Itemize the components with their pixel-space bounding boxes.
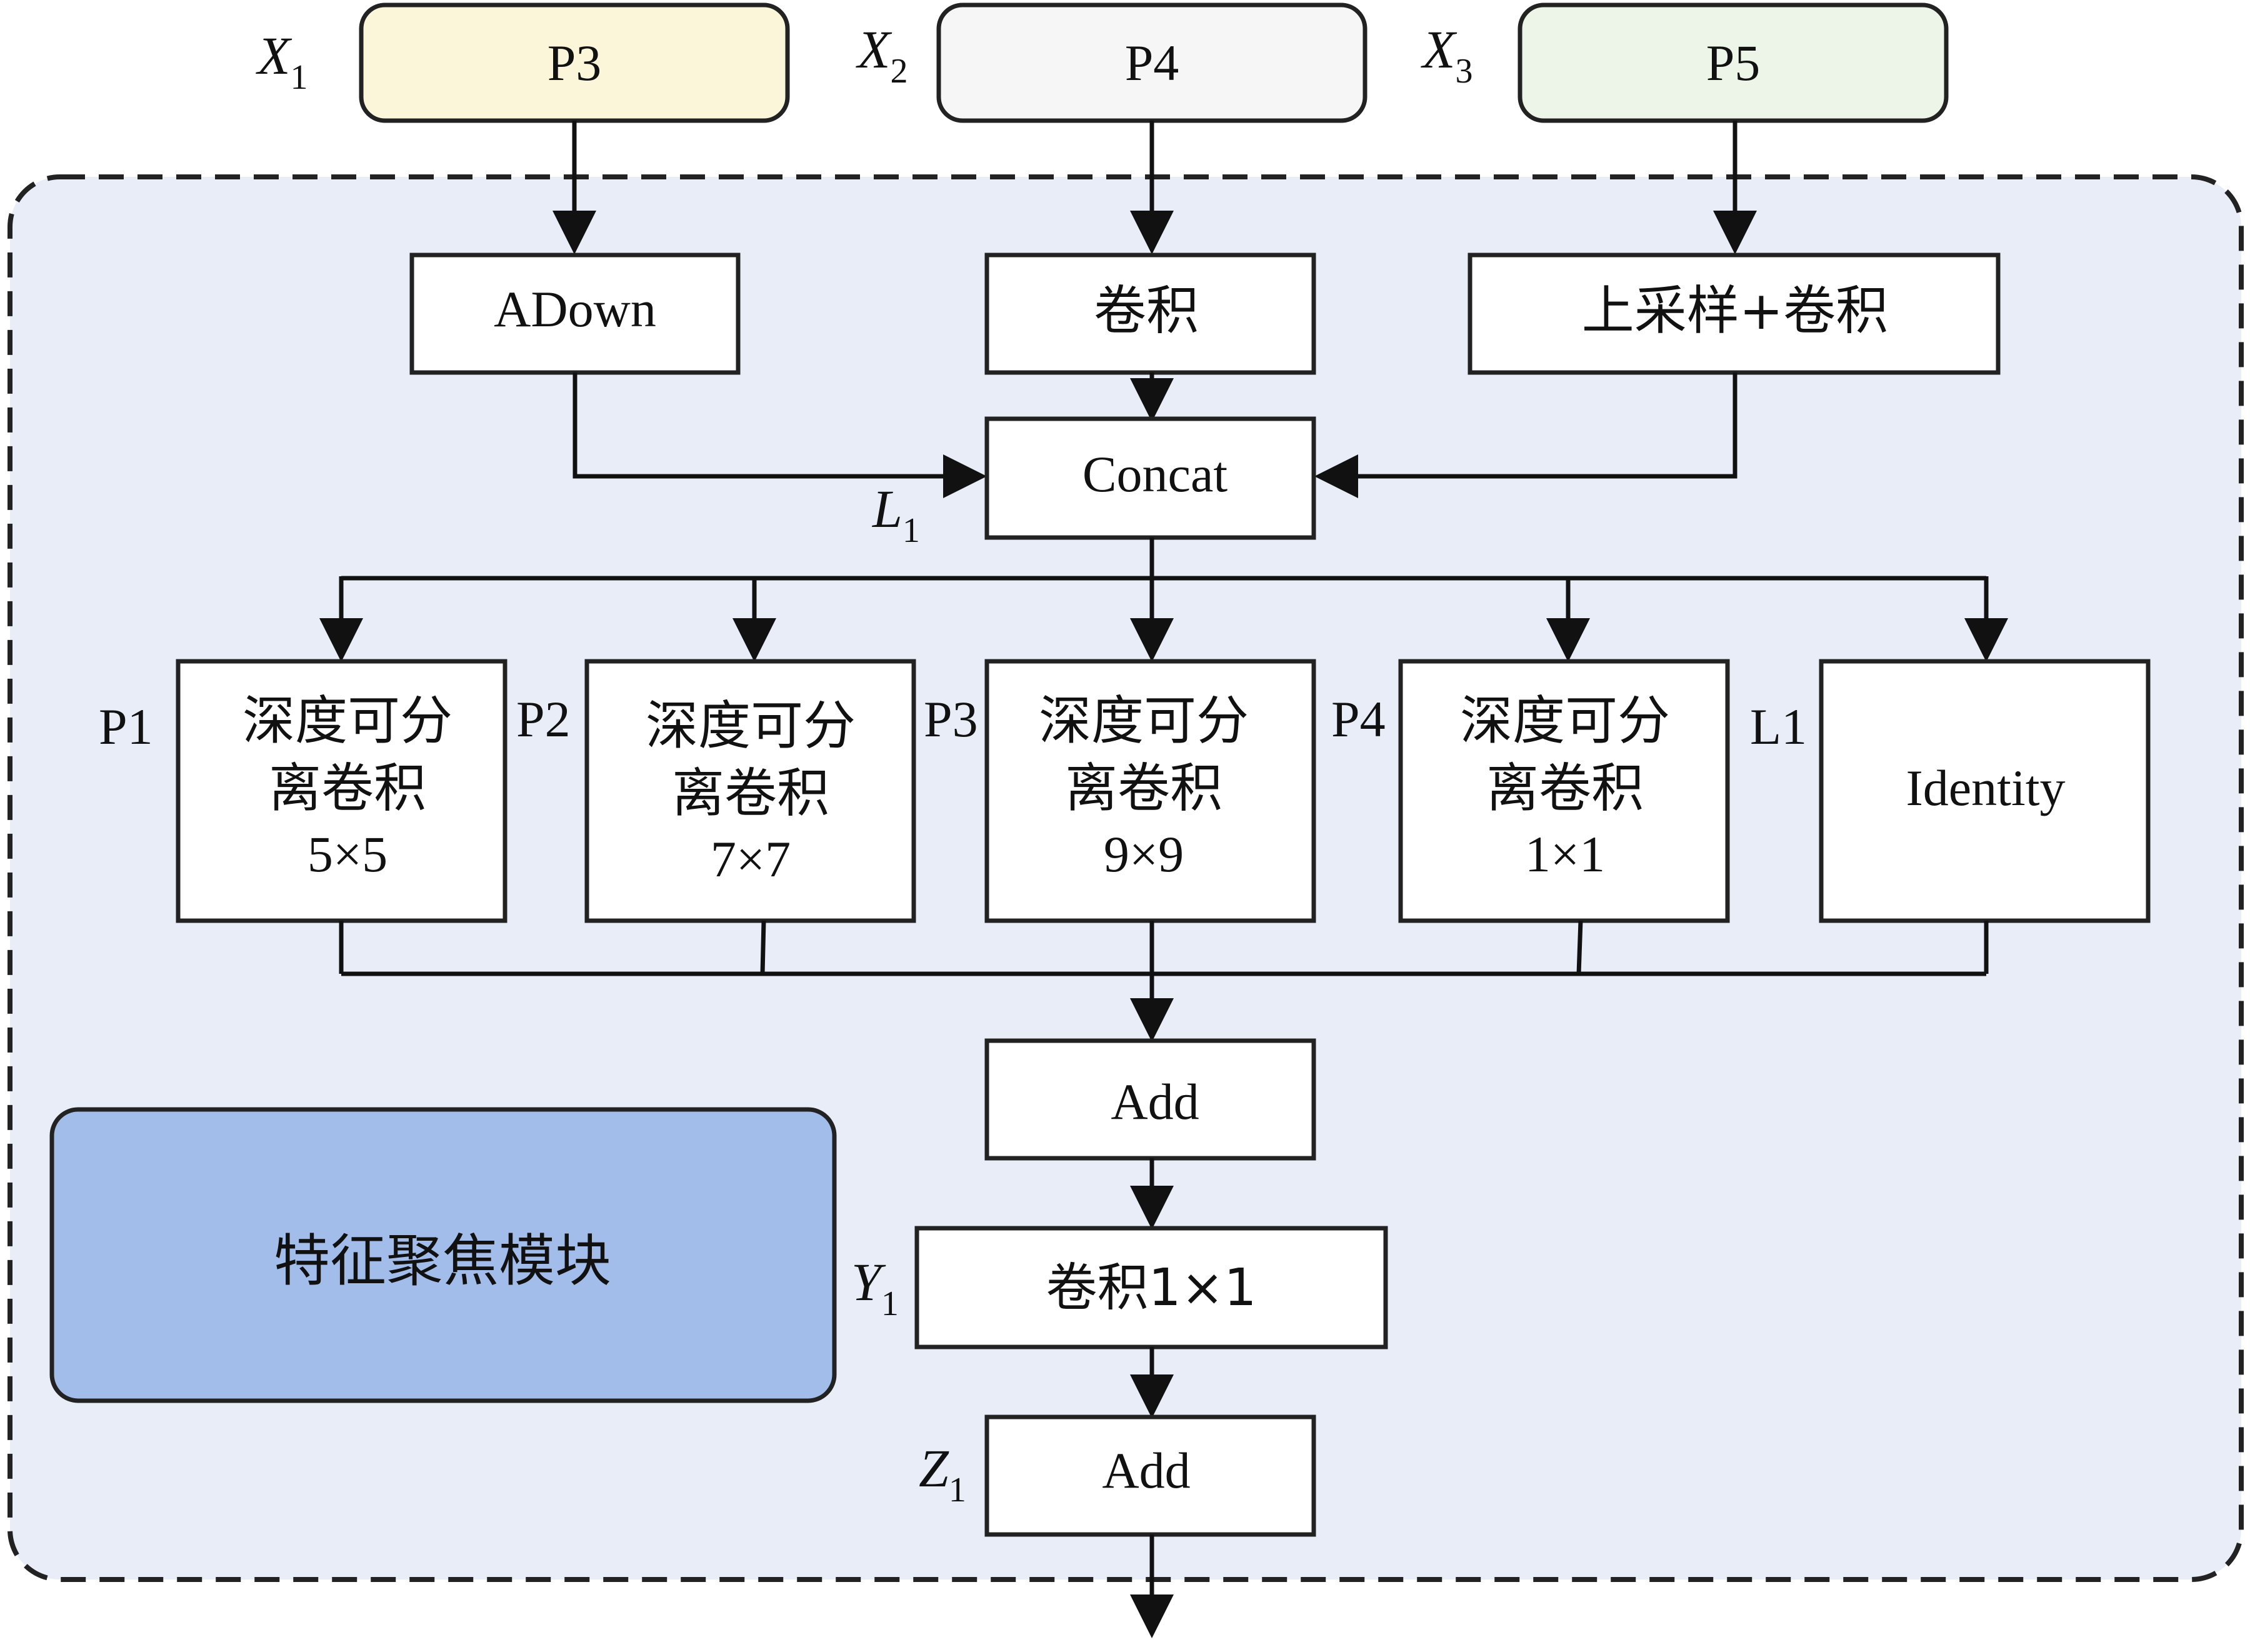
concat-label: Concat	[1082, 446, 1228, 503]
branch-4-box	[1398, 659, 1730, 923]
add-2-box	[984, 1414, 1316, 1537]
branch-2-line1: 深度可分	[646, 695, 856, 756]
branch-dwconv-9x9: 深度可分 离卷积 9×9	[984, 659, 1316, 923]
module-label: 特征聚焦模块	[274, 1228, 611, 1294]
input-p4: P4	[936, 3, 1368, 123]
add-2-label: Add	[1102, 1442, 1190, 1499]
branch-1-kernel: 5×5	[308, 826, 388, 883]
branch-2-kernel: 7×7	[711, 831, 791, 888]
branch-2-output	[760, 920, 766, 974]
branch-5-box	[1819, 659, 2151, 923]
conv1x1-var-y1: Y1	[851, 1252, 899, 1323]
branch-1-tag: P1	[99, 698, 153, 755]
arrow-upsample-to-concat	[1314, 373, 1738, 498]
concat-var-l1: L1	[871, 479, 920, 550]
branch-1-line2: 离卷积	[269, 758, 426, 819]
branch-5-label: Identity	[1906, 759, 2065, 816]
conv1x1-box	[914, 1226, 1388, 1349]
input-p3-label: P3	[548, 34, 602, 91]
input-var-x3: X3	[1421, 19, 1473, 91]
add-1-label: Add	[1111, 1073, 1199, 1130]
branch-identity: Identity	[1819, 659, 2151, 923]
branch-dwconv-7x7: 深度可分 离卷积 7×7	[584, 659, 916, 923]
branch-3-kernel: 9×9	[1104, 826, 1184, 883]
branch-5-tag: L1	[1750, 698, 1807, 755]
branch-3-tag: P3	[924, 691, 978, 748]
branch-1-line1: 深度可分	[242, 690, 452, 751]
adown-box	[409, 253, 741, 375]
input-p5: P5	[1518, 3, 1949, 123]
branch-3-box	[984, 659, 1316, 923]
upsample-conv-box	[1468, 253, 2001, 375]
input-p3: P3	[359, 3, 790, 123]
branch-3-line2: 离卷积	[1065, 758, 1222, 819]
upsample-conv-label: 上采样+卷积	[1582, 280, 1888, 341]
add2-var-z1: Z1	[919, 1438, 966, 1509]
add-1-box	[984, 1038, 1316, 1161]
module-label-box	[49, 1107, 837, 1403]
input-p5-label: P5	[1706, 34, 1761, 91]
branch-4-kernel: 1×1	[1525, 826, 1605, 883]
branch-4-tag: P4	[1331, 691, 1386, 748]
branch-4-line1: 深度可分	[1460, 690, 1670, 751]
input-var-x1: X1	[256, 26, 308, 97]
input-var-x2: X2	[856, 19, 908, 91]
adown-label: ADown	[494, 281, 656, 338]
branch-1-box	[176, 659, 508, 923]
branch-3-line1: 深度可分	[1039, 690, 1249, 751]
branch-4-line2: 离卷积	[1486, 758, 1644, 819]
branch-2-line2: 离卷积	[672, 763, 829, 824]
conv1x1-label: 卷积1×1	[1046, 1258, 1256, 1318]
branch-2-tag: P2	[516, 691, 571, 748]
conv-label: 卷积	[1094, 280, 1199, 341]
arrow-adown-to-concat	[572, 373, 987, 498]
branch-dwconv-5x5: 深度可分 离卷积 5×5	[176, 659, 508, 923]
branch-4-output	[1576, 920, 1583, 974]
branch-2-box	[584, 659, 916, 923]
branch-dwconv-1x1: 深度可分 离卷积 1×1	[1398, 659, 1730, 923]
input-p4-label: P4	[1125, 34, 1179, 91]
